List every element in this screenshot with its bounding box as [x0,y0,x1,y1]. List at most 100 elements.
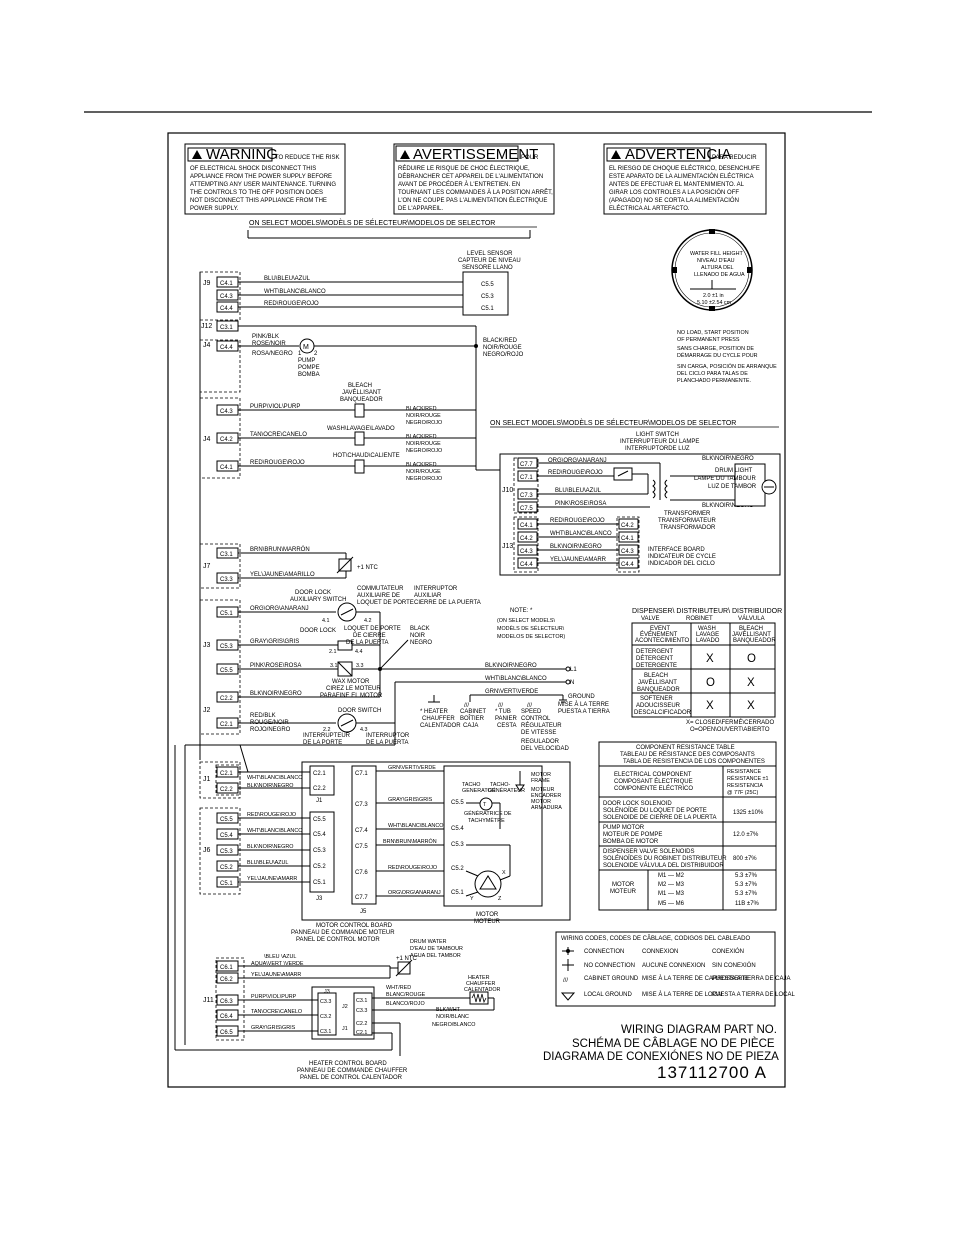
svg-text:VÁLVULA: VÁLVULA [738,615,765,622]
dispenser-valve-table: DISPENSER\ DISTRIBUTEUR\ DISTRIBUIDOR VA… [631,608,782,733]
svg-text:WHT\BLANC\BLANCO: WHT\BLANC\BLANCO [264,289,326,295]
advertencia-box: ADVERTENCIA PARA REDUCIR EL RIESGO DE CH… [603,143,767,215]
svg-text:BLK\NOIR\NEGRO: BLK\NOIR\NEGRO [247,844,293,850]
svg-text:OF ELECTRICAL SHOCK DISCONNECT: OF ELECTRICAL SHOCK DISCONNECT THIS [190,166,316,172]
svg-text:3.3: 3.3 [356,663,364,669]
svg-text:J9: J9 [203,280,211,287]
title-block: WIRING DIAGRAM PART NO. SCHÉMA DE CÂBLAG… [543,1024,779,1082]
svg-text:C4.2: C4.2 [520,536,533,542]
svg-text:ÉVÉNEMENT: ÉVÉNEMENT [640,631,678,638]
svg-text:MODÈLS DE SÉLECTEUR\: MODÈLS DE SÉLECTEUR\ [497,625,565,632]
svg-text:C6.5: C6.5 [220,1030,233,1036]
svg-text:LLENADO DE AGUA: LLENADO DE AGUA [694,272,745,278]
svg-text:NO LOAD, START POSITION: NO LOAD, START POSITION [677,330,749,336]
svg-text:NOTE: *: NOTE: * [510,608,533,614]
svg-text:C7.5: C7.5 [355,844,368,850]
svg-text:4.2: 4.2 [364,618,372,624]
svg-text:NOIR/ROUGE: NOIR/ROUGE [406,469,441,475]
svg-text:RED\ROUGE\ROJO: RED\ROUGE\ROJO [388,865,437,871]
svg-text:C3.3: C3.3 [356,1008,367,1014]
svg-text:TACHO-: TACHO- [490,782,510,788]
svg-text:PINK/BLK: PINK/BLK [252,334,279,340]
svg-text:C4.4: C4.4 [520,562,533,568]
svg-text:@ 77F (25C): @ 77F (25C) [727,790,758,796]
svg-text:GRAY\GRIS\GRIS: GRAY\GRIS\GRIS [251,1025,296,1031]
svg-text:MOTEUR: MOTEUR [474,919,501,925]
svg-text:AVANT DE PROCÉDER À L'ENTRETIE: AVANT DE PROCÉDER À L'ENTRETIEN. EN [398,181,520,188]
svg-text:11B ±7%: 11B ±7% [735,901,760,907]
svg-text:DE LA PORTE: DE LA PORTE [303,740,342,746]
svg-text:JAVÉLLISANT: JAVÉLLISANT [638,679,677,686]
svg-text:DOOR LOCK SOLENOID: DOOR LOCK SOLENOID [603,801,672,807]
svg-text:BLK\NOIR\NEGRO: BLK\NOIR\NEGRO [250,691,302,697]
svg-text:C3.2: C3.2 [320,1014,331,1020]
svg-text:C5.2: C5.2 [451,866,464,872]
svg-text:INTERFACE BOARD: INTERFACE BOARD [648,547,705,553]
svg-text:DOOR SWITCH: DOOR SWITCH [338,708,381,714]
svg-text:MISE À LA TERRE DE CARROSSERIE: MISE À LA TERRE DE CARROSSERIE [642,975,748,982]
svg-text:O=OPEN\OUVERT\ABIERTO: O=OPEN\OUVERT\ABIERTO [690,727,770,733]
warning-box: WARNING TO REDUCE THE RISK OF ELECTRICAL… [184,143,346,215]
svg-text:ROSE/NOIR: ROSE/NOIR [252,341,286,347]
svg-text:POUR: POUR [521,155,539,161]
svg-text:RED\ROUGE\ROJO: RED\ROUGE\ROJO [550,518,605,524]
svg-text:BLACK: BLACK [410,626,430,632]
svg-text:PURP\VIOL\PURP: PURP\VIOL\PURP [251,994,297,1000]
svg-text:WHT/RED: WHT/RED [386,985,411,991]
svg-text:CAPTEUR DE NIVEAU: CAPTEUR DE NIVEAU [458,258,521,264]
svg-text:C5.5: C5.5 [220,817,233,823]
svg-text:J1: J1 [342,1026,348,1032]
svg-text:C7.5: C7.5 [520,506,533,512]
svg-text:HEATER CONTROL BOARD: HEATER CONTROL BOARD [309,1061,387,1067]
svg-text:C4.1: C4.1 [220,465,233,471]
svg-text:C2.2: C2.2 [220,787,233,793]
svg-text:(APAGADO) NO SE CORTA LA ALIME: (APAGADO) NO SE CORTA LA ALIMENTACIÓN [609,197,739,204]
svg-text:C4.2: C4.2 [621,523,634,529]
svg-text:Y: Y [470,896,474,902]
svg-text:PUMP: PUMP [298,358,315,364]
svg-text:ORG\ORG\ANARANJ: ORG\ORG\ANARANJ [250,606,309,612]
svg-text:DÉBRANCHER CET APPAREIL DE L'A: DÉBRANCHER CET APPAREIL DE L'ALIMENTATIO… [398,173,543,180]
svg-text:WATER FILL HEIGHT: WATER FILL HEIGHT [690,251,744,257]
svg-text:ADOUCISSEUR: ADOUCISSEUR [636,703,681,709]
svg-text:C3.3: C3.3 [320,999,331,1005]
svg-text:TO REDUCE THE RISK: TO REDUCE THE RISK [275,155,339,161]
svg-text:5.3 ±7%: 5.3 ±7% [735,873,758,879]
svg-text:C7.3: C7.3 [355,802,368,808]
svg-text:LOCAL GROUND: LOCAL GROUND [584,992,632,998]
svg-text:INDICATEUR DE CYCLE: INDICATEUR DE CYCLE [648,554,716,560]
svg-text:Z: Z [498,896,502,902]
svg-text:C7.7: C7.7 [520,462,533,468]
svg-text:INTERRUPTORDE LUZ: INTERRUPTORDE LUZ [625,446,690,452]
svg-text:GENERATOR: GENERATOR [462,788,496,794]
svg-text:\BLEU \AZUL: \BLEU \AZUL [264,954,296,960]
svg-text:SIN CONEXIÓN: SIN CONEXIÓN [712,962,756,969]
svg-text:N: N [570,680,574,686]
svg-text:MOTEUR: MOTEUR [531,787,554,793]
svg-text:J1: J1 [203,776,211,783]
level-sensor: LEVEL SENSOR CAPTEUR DE NIVEAU SENSORE L… [458,251,521,316]
svg-text:MISE À LA TERRE: MISE À LA TERRE [558,701,609,708]
svg-text:DÉTERGENT: DÉTERGENT [636,655,673,662]
svg-text:POMPE: POMPE [298,365,320,371]
svg-text:MOTOR CONTROL BOARD: MOTOR CONTROL BOARD [316,923,393,929]
svg-text:CONNECTION: CONNECTION [584,949,624,955]
svg-text:DRUM WATER: DRUM WATER [410,939,447,945]
svg-text:RED\ROUGE\ROJO: RED\ROUGE\ROJO [250,460,305,466]
select-models-label-right: ON SELECT MODELS\MODÈLS DE SÉLECTEUR\MOD… [490,418,736,427]
svg-text:MISE À LA TERRE DE LOCAL: MISE À LA TERRE DE LOCAL [642,991,725,998]
svg-text:O: O [706,677,715,689]
svg-text:D'EAU DE TAMBOUR: D'EAU DE TAMBOUR [410,946,463,952]
svg-text:BLU\BLEU\AZUL: BLU\BLEU\AZUL [247,860,288,866]
svg-text:X: X [747,700,755,712]
svg-text:INTERRUPTEUR DU LAMPE: INTERRUPTEUR DU LAMPE [620,439,699,445]
svg-text:BRN\BRUN\MARRÓN: BRN\BRUN\MARRÓN [250,546,310,553]
svg-text:PANIER: PANIER [495,716,518,722]
svg-text:C5.1: C5.1 [220,611,233,617]
svg-text:J1: J1 [316,798,323,804]
svg-text:LAMPE DU TAMBOUR: LAMPE DU TAMBOUR [694,476,756,482]
svg-text:C5.5: C5.5 [481,282,494,288]
svg-text:CHAUFFER: CHAUFFER [466,981,495,987]
svg-text:5.3 ±7%: 5.3 ±7% [735,891,758,897]
